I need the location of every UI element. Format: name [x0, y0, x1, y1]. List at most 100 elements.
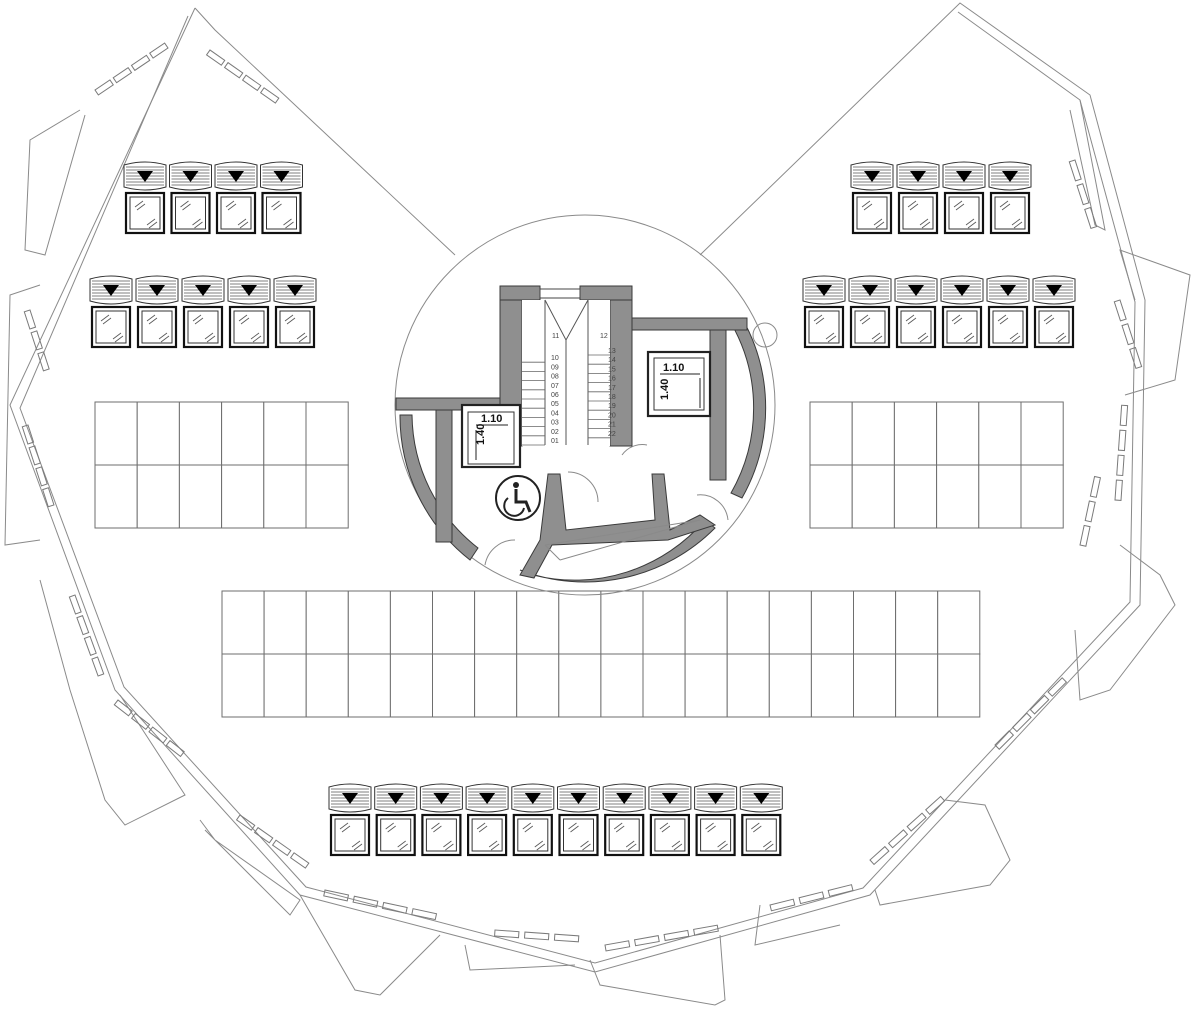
- grid-cell: [558, 653, 602, 718]
- grid-cell: [1020, 401, 1064, 466]
- down-arrow-icon: [894, 275, 938, 305]
- down-arrow-icon: [1032, 275, 1076, 305]
- window-pane-icon: [261, 191, 302, 235]
- grid-cell: [263, 590, 307, 655]
- elevator-left-width: 1.10: [481, 413, 502, 425]
- grid-cell: [937, 590, 981, 655]
- window-pane-icon: [741, 813, 782, 857]
- step-number: 10: [551, 355, 559, 362]
- locker-unit: [940, 275, 984, 349]
- locker-unit: [260, 161, 303, 235]
- grid-cell: [937, 653, 981, 718]
- down-arrow-icon: [986, 275, 1030, 305]
- grid-cell: [895, 590, 939, 655]
- window-pane-icon: [329, 813, 371, 857]
- locker-unit: [988, 161, 1032, 235]
- grid-cell: [642, 590, 686, 655]
- down-arrow-icon: [328, 783, 372, 813]
- grid-cell: [558, 590, 602, 655]
- floor-grid-bottom: [221, 590, 981, 718]
- locker-unit: [511, 783, 555, 857]
- grid-cell: [136, 464, 180, 529]
- step-number: 03: [551, 420, 559, 427]
- locker-unit: [602, 783, 646, 857]
- step-number: 07: [551, 383, 559, 390]
- grid-cell: [221, 464, 265, 529]
- window-pane-icon: [897, 191, 939, 235]
- step-number: 09: [551, 364, 559, 371]
- locker-unit: [802, 275, 846, 349]
- locker-unit: [896, 161, 940, 235]
- window-pane-icon: [375, 813, 416, 857]
- locker-unit: [942, 161, 986, 235]
- stairwell: 0102030405060708091013141516171819202122…: [522, 299, 616, 446]
- window-pane-icon: [851, 191, 893, 235]
- locker-unit: [123, 161, 167, 235]
- grid-cell: [389, 590, 433, 655]
- grid-cell: [516, 653, 560, 718]
- window-pane-icon: [1033, 305, 1075, 349]
- down-arrow-icon: [739, 783, 783, 813]
- elevator-left-depth: 1.40: [475, 424, 487, 445]
- grid-cell: [936, 401, 980, 466]
- step-number: 01: [551, 438, 559, 445]
- grid-cell: [305, 590, 349, 655]
- window-pane-icon: [136, 305, 178, 349]
- accessibility-icon: [495, 475, 541, 521]
- locker-unit: [374, 783, 418, 857]
- locker-unit: [1032, 275, 1076, 349]
- step-number: 15: [608, 366, 616, 373]
- grid-cell: [432, 653, 476, 718]
- step-number: 22: [608, 431, 616, 438]
- grid-cell: [516, 590, 560, 655]
- window-pane-icon: [695, 813, 736, 857]
- grid-cell: [432, 590, 476, 655]
- step-number: 11: [552, 333, 559, 340]
- down-arrow-icon: [374, 783, 418, 813]
- window-pane-icon: [849, 305, 891, 349]
- step-number: 04: [551, 410, 559, 417]
- grid-cell: [768, 653, 812, 718]
- down-arrow-icon: [602, 783, 646, 813]
- down-arrow-icon: [940, 275, 984, 305]
- locker-unit: [648, 783, 692, 857]
- building-outline: [4, 2, 1191, 1006]
- down-arrow-icon: [135, 275, 179, 305]
- down-arrow-icon: [848, 275, 892, 305]
- window-pane-icon: [421, 813, 462, 857]
- step-number: 17: [608, 385, 616, 392]
- locker-unit: [273, 275, 317, 349]
- down-arrow-icon: [181, 275, 225, 305]
- window-pane-icon: [604, 813, 645, 857]
- step-number: 18: [608, 394, 616, 401]
- grid-cell: [853, 653, 897, 718]
- grid-cell: [263, 401, 307, 466]
- grid-cell: [221, 401, 265, 466]
- step-number: 08: [551, 374, 559, 381]
- grid-cell: [978, 464, 1022, 529]
- door-swings: [484, 444, 729, 566]
- down-arrow-icon: [260, 161, 303, 191]
- window-pane-icon: [90, 305, 132, 349]
- locker-unit: [739, 783, 783, 857]
- step-number: 13: [608, 348, 616, 355]
- grid-cell: [1020, 464, 1064, 529]
- down-arrow-icon: [511, 783, 555, 813]
- elevator-left: 1.10 1.40: [460, 403, 522, 469]
- grid-cell: [263, 653, 307, 718]
- down-arrow-icon: [988, 161, 1032, 191]
- grid-cell: [263, 464, 307, 529]
- step-number: 06: [551, 392, 559, 399]
- grid-cell: [810, 653, 855, 718]
- locker-unit: [694, 783, 738, 857]
- down-arrow-icon: [557, 783, 600, 813]
- grid-cell: [347, 590, 391, 655]
- window-pane-icon: [943, 191, 985, 235]
- grid-cell: [305, 464, 349, 529]
- grid-cell: [726, 590, 770, 655]
- locker-rows: [89, 161, 1076, 857]
- locker-unit: [135, 275, 179, 349]
- window-pane-icon: [558, 813, 599, 857]
- grid-cell: [809, 464, 853, 529]
- window-pane-icon: [512, 813, 553, 857]
